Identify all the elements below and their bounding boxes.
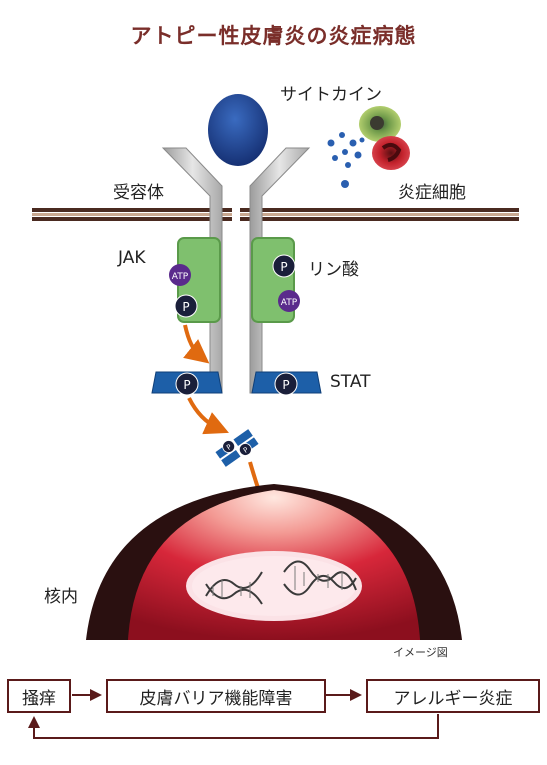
inflammatory-cells-label: 炎症細胞 bbox=[398, 183, 466, 203]
nucleus bbox=[86, 484, 462, 640]
phosphate-jak-right: P bbox=[272, 254, 296, 278]
svg-text:P: P bbox=[242, 446, 250, 455]
svg-text:P: P bbox=[183, 378, 190, 392]
svg-text:P: P bbox=[182, 300, 189, 314]
dna-helix-icon bbox=[205, 560, 357, 605]
svg-text:P: P bbox=[282, 378, 289, 392]
page-title: アトピー性皮膚炎の炎症病態 bbox=[130, 24, 417, 48]
nucleus-label: 核内 bbox=[44, 587, 78, 607]
image-note: イメージ図 bbox=[393, 646, 448, 659]
receptor-label: 受容体 bbox=[113, 183, 164, 203]
svg-text:P: P bbox=[280, 260, 287, 274]
jak-label: JAK bbox=[118, 248, 146, 268]
stat-dimer: P P bbox=[215, 429, 259, 467]
flow-step-allergic-inflammation: アレルギー炎症 bbox=[366, 679, 540, 713]
inflammatory-cell-icons bbox=[359, 106, 410, 170]
atp-molecule-right: ATP bbox=[278, 290, 300, 312]
svg-text:ATP: ATP bbox=[172, 272, 189, 282]
cytokine-dots bbox=[327, 132, 365, 188]
stat-right: P bbox=[251, 371, 322, 396]
dna-rungs bbox=[212, 566, 343, 598]
svg-text:ATP: ATP bbox=[281, 298, 298, 308]
stat-label: STAT bbox=[330, 372, 371, 392]
cytokine-molecule bbox=[208, 94, 268, 166]
stat-left: P bbox=[151, 371, 223, 396]
phosphate-jak-left: P bbox=[174, 294, 198, 318]
flow-step-barrier-dysfunction: 皮膚バリア機能障害 bbox=[106, 679, 326, 713]
cell-membrane bbox=[32, 208, 519, 221]
svg-text:P: P bbox=[225, 443, 233, 452]
atp-molecule-left: ATP bbox=[169, 264, 191, 286]
phosphate-label: リン酸 bbox=[308, 260, 359, 280]
cytokine-label: サイトカイン bbox=[280, 85, 382, 105]
flow-arrows bbox=[28, 689, 439, 739]
flow-step-itching: 掻痒 bbox=[7, 679, 71, 713]
